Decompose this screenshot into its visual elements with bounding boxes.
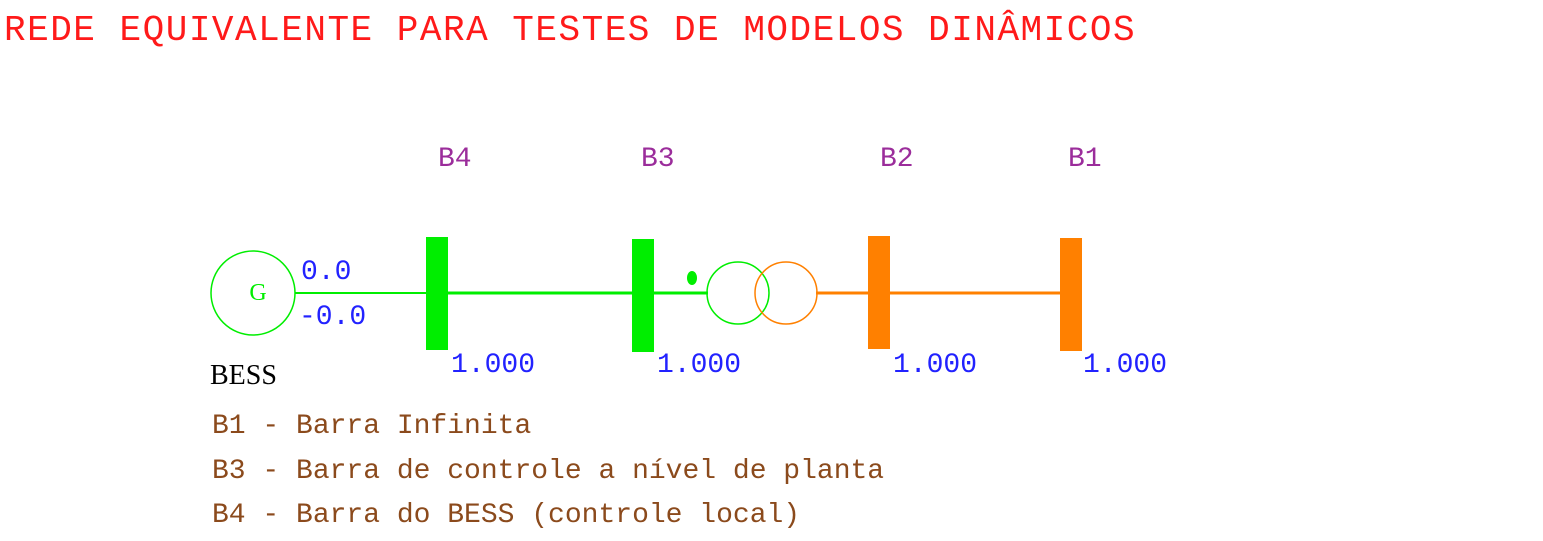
- bus-bar-b3[interactable]: [632, 239, 654, 352]
- transformer-winding-secondary[interactable]: [754, 261, 818, 325]
- generator-symbol[interactable]: [210, 250, 296, 336]
- generator-letter: G: [249, 280, 266, 306]
- bus-voltage-b2: 1.000: [893, 350, 977, 381]
- bus-bar-b4[interactable]: [426, 237, 448, 350]
- generator-active-power: 0.0: [301, 257, 351, 288]
- generator-reactive-power: -0.0: [299, 302, 366, 333]
- bus-label-b4: B4: [438, 144, 472, 175]
- bus-label-b3: B3: [641, 144, 675, 175]
- bus-voltage-b1: 1.000: [1083, 350, 1167, 381]
- bus-label-b1: B1: [1068, 144, 1102, 175]
- legend-line-b1: B1 - Barra Infinita: [212, 411, 531, 442]
- diagram-title: REDE EQUIVALENTE PARA TESTES DE MODELOS …: [4, 9, 1136, 51]
- bus-label-b2: B2: [880, 144, 914, 175]
- bus-voltage-b3: 1.000: [657, 350, 741, 381]
- bus-bar-b1[interactable]: [1060, 238, 1082, 351]
- legend-line-b4: B4 - Barra do BESS (controle local): [212, 500, 800, 531]
- bus-bar-b2[interactable]: [868, 236, 890, 349]
- bus-voltage-b4: 1.000: [451, 350, 535, 381]
- transformer-winding-primary[interactable]: [706, 261, 770, 325]
- control-point-marker: [687, 271, 697, 285]
- generator-name-label: BESS: [210, 360, 277, 391]
- legend-line-b3: B3 - Barra de controle a nível de planta: [212, 456, 884, 487]
